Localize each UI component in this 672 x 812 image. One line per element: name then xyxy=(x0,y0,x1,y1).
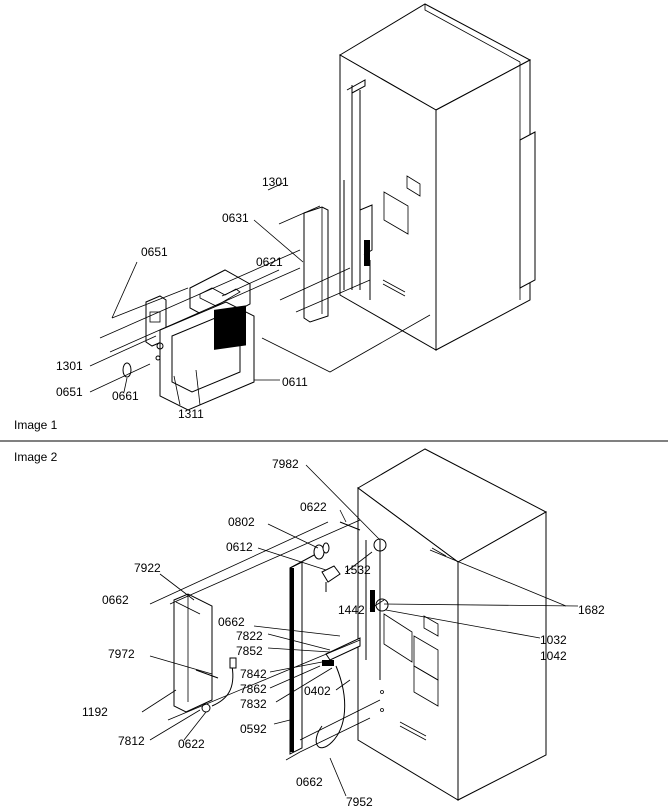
label-0661: 0661 xyxy=(112,389,139,403)
label-1532: 1532 xyxy=(344,563,371,577)
image-2-leader-lines xyxy=(141,464,579,797)
tube-assembly xyxy=(339,521,389,680)
grille-housing-0611 xyxy=(155,301,255,411)
image-1-leader-lines xyxy=(89,182,431,406)
wire-harness-7952 xyxy=(315,665,346,749)
image-1-caption: Image 1 xyxy=(14,418,58,432)
label-0612: 0612 xyxy=(226,540,253,554)
label-7832: 7832 xyxy=(240,697,267,711)
label-0622-bottom: 0622 xyxy=(178,737,205,751)
bracket-7852 xyxy=(325,637,361,661)
label-0802: 0802 xyxy=(228,515,255,529)
part-7842 xyxy=(322,660,334,666)
label-1032: 1032 xyxy=(540,633,567,647)
label-1301-left: 1301 xyxy=(56,359,83,373)
label-7922: 7922 xyxy=(134,561,161,575)
label-0651-top: 0651 xyxy=(141,245,168,259)
refrigerator-cabinet-2 xyxy=(357,448,548,801)
image-2-caption: Image 2 xyxy=(14,450,58,464)
label-1442: 1442 xyxy=(338,603,365,617)
label-0631: 0631 xyxy=(222,211,249,225)
label-7812: 7812 xyxy=(118,734,145,748)
cover-1192 xyxy=(173,593,219,713)
grille-vent xyxy=(214,305,246,350)
label-7822: 7822 xyxy=(236,629,263,643)
label-7842: 7842 xyxy=(240,667,267,681)
label-1042: 1042 xyxy=(540,649,567,663)
label-7982: 7982 xyxy=(272,457,299,471)
label-0662-left: 0662 xyxy=(102,593,129,607)
label-1192: 1192 xyxy=(82,705,108,719)
label-0662-bottom: 0662 xyxy=(296,775,323,789)
label-7862: 7862 xyxy=(240,682,267,696)
refrigerator-cabinet xyxy=(339,3,536,351)
label-0592: 0592 xyxy=(240,722,267,736)
fitting-0802 xyxy=(313,542,330,560)
label-0622-top: 0622 xyxy=(300,500,327,514)
label-0621: 0621 xyxy=(256,255,283,269)
label-7852: 7852 xyxy=(236,644,263,658)
label-1301-top: 1301 xyxy=(262,175,289,189)
image-1-drawing: 1301 0631 0651 0621 1301 0651 0661 1311 … xyxy=(14,3,536,432)
label-0651-bottom: 0651 xyxy=(56,385,83,399)
image-2-drawing: Image 2 xyxy=(14,448,605,809)
label-1311: 1311 xyxy=(178,407,204,421)
label-0402: 0402 xyxy=(304,684,331,698)
label-1682: 1682 xyxy=(578,603,605,617)
wire-harness-7972 xyxy=(211,665,234,707)
connector-0622-b xyxy=(229,657,237,669)
fitting-0612 xyxy=(321,565,341,592)
duct-0592 xyxy=(289,553,317,755)
label-0611: 0611 xyxy=(282,375,308,389)
label-0662-mid: 0662 xyxy=(218,615,245,629)
label-7952: 7952 xyxy=(346,795,373,809)
back-panel-0631 xyxy=(303,206,329,323)
label-7972: 7972 xyxy=(108,647,135,661)
